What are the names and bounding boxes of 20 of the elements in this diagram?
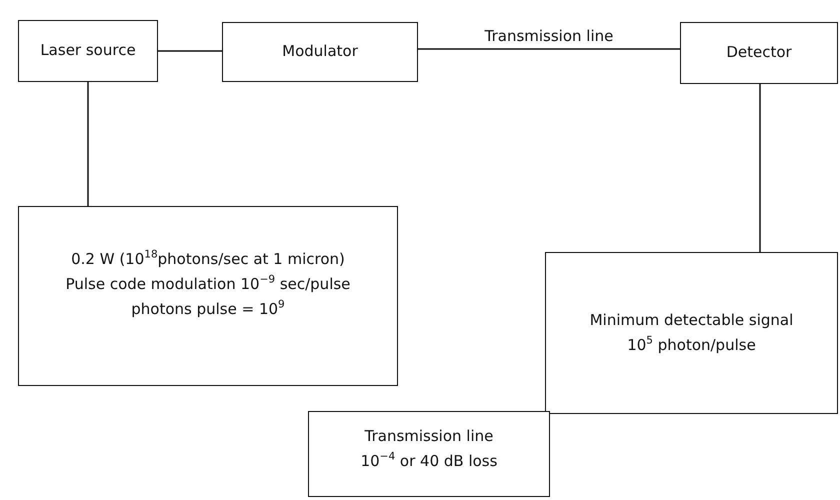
connector-line	[418, 48, 680, 50]
connector-line	[158, 50, 222, 52]
box-text: 10$^{5}$ photon/pulse	[627, 334, 756, 356]
process-box	[222, 22, 418, 82]
box-text: 10$^{−4}$ or 40 dB loss	[360, 450, 498, 472]
box-text: Detector	[726, 42, 792, 64]
process-box	[308, 411, 550, 497]
box-text: Modulator	[282, 41, 358, 62]
connector-line	[87, 82, 89, 206]
box-text: Minimum detectable signal	[590, 310, 794, 331]
process-box	[680, 22, 838, 84]
process-box	[545, 252, 838, 414]
box-text: Pulse code modulation 10$^{−9}$ sec/pulse	[66, 274, 350, 295]
box-text: Laser source	[40, 40, 136, 62]
box-text: photons pulse = 10$^{9}$	[131, 298, 285, 320]
box-text: 0.2 W (10$^{18}$photons/sec at 1 micron)	[71, 249, 345, 270]
connector-line	[759, 84, 761, 252]
box-text: Transmission line	[364, 426, 494, 447]
process-box	[18, 206, 398, 386]
process-box	[18, 20, 158, 82]
